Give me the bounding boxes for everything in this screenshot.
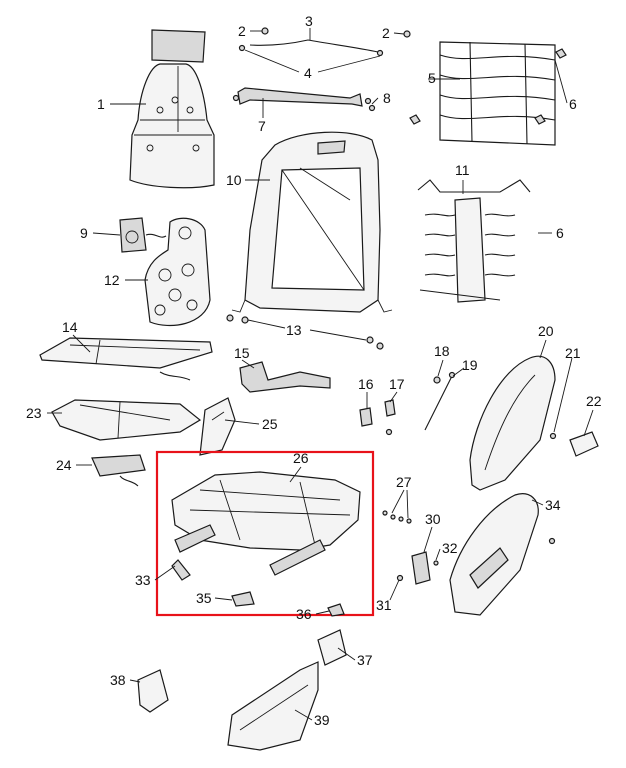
callout-17: 17 — [389, 376, 405, 392]
highlight-box — [155, 450, 375, 617]
callout-2-left: 2 — [238, 23, 246, 39]
part-39-side-trim — [227, 661, 319, 751]
callout-6-top: 6 — [569, 96, 577, 112]
callout-39: 39 — [314, 712, 330, 728]
leader-lines — [47, 28, 594, 721]
part-2-3-4-upper-rods — [238, 27, 411, 57]
part-26-seat-adjuster — [171, 471, 361, 617]
callout-23: 23 — [26, 405, 42, 421]
part-25-bracket — [199, 397, 236, 456]
part-34-switch-bezel — [449, 493, 556, 616]
callout-10: 10 — [226, 172, 242, 188]
callout-21: 21 — [565, 345, 581, 361]
part-11-lumbar — [417, 179, 531, 303]
part-15-harness — [239, 361, 331, 393]
callout-20: 20 — [538, 323, 554, 339]
callout-1: 1 — [97, 96, 105, 112]
callout-3: 3 — [305, 13, 313, 29]
callout-4: 4 — [304, 65, 312, 81]
part-16-17-bolts — [359, 399, 396, 436]
callout-5: 5 — [428, 70, 436, 86]
callout-2-right: 2 — [382, 25, 390, 41]
part-18-19-rod — [424, 371, 456, 431]
callout-19: 19 — [462, 357, 478, 373]
callout-38: 38 — [110, 672, 126, 688]
callout-labels: 1 2 3 2 4 5 6 7 8 9 10 11 6 12 13 14 15 … — [26, 13, 602, 728]
callout-14: 14 — [62, 319, 78, 335]
callout-34: 34 — [545, 497, 561, 513]
callout-22: 22 — [586, 393, 602, 409]
callout-31: 31 — [376, 597, 392, 613]
callout-30: 30 — [425, 511, 441, 527]
callout-12: 12 — [104, 272, 120, 288]
part-14-cushion-pad — [39, 337, 213, 381]
callout-13: 13 — [286, 322, 302, 338]
part-13-screws — [226, 314, 384, 350]
callout-33: 33 — [135, 572, 151, 588]
part-7-8-cross-bar — [232, 87, 376, 112]
callout-6-mid: 6 — [556, 225, 564, 241]
callout-16: 16 — [358, 376, 374, 392]
callout-15: 15 — [234, 345, 250, 361]
callout-11: 11 — [455, 162, 470, 178]
part-1-seatback-cover — [129, 29, 215, 189]
part-5-spring-mat — [409, 41, 567, 146]
part-12-back-panel — [144, 217, 211, 327]
part-37-cover — [317, 629, 347, 666]
callout-27: 27 — [396, 474, 412, 490]
callout-18: 18 — [434, 343, 450, 359]
callout-37: 37 — [357, 652, 373, 668]
callout-8: 8 — [383, 90, 391, 106]
part-38-trim — [137, 669, 169, 713]
callout-26: 26 — [293, 450, 309, 466]
part-10-seatback-frame — [231, 131, 393, 313]
callout-24: 24 — [56, 457, 72, 473]
part-20-outer-shield — [469, 355, 557, 491]
part-27-32-fasteners — [382, 510, 439, 585]
callout-9: 9 — [80, 225, 88, 241]
part-9-lumbar-motor — [119, 217, 167, 253]
callout-35: 35 — [196, 590, 212, 606]
callout-36: 36 — [296, 606, 312, 622]
callout-7: 7 — [258, 118, 266, 134]
part-23-lower-tray — [51, 399, 202, 441]
callout-32: 32 — [442, 540, 458, 556]
part-24-motor — [91, 454, 146, 487]
callout-25: 25 — [262, 416, 278, 432]
